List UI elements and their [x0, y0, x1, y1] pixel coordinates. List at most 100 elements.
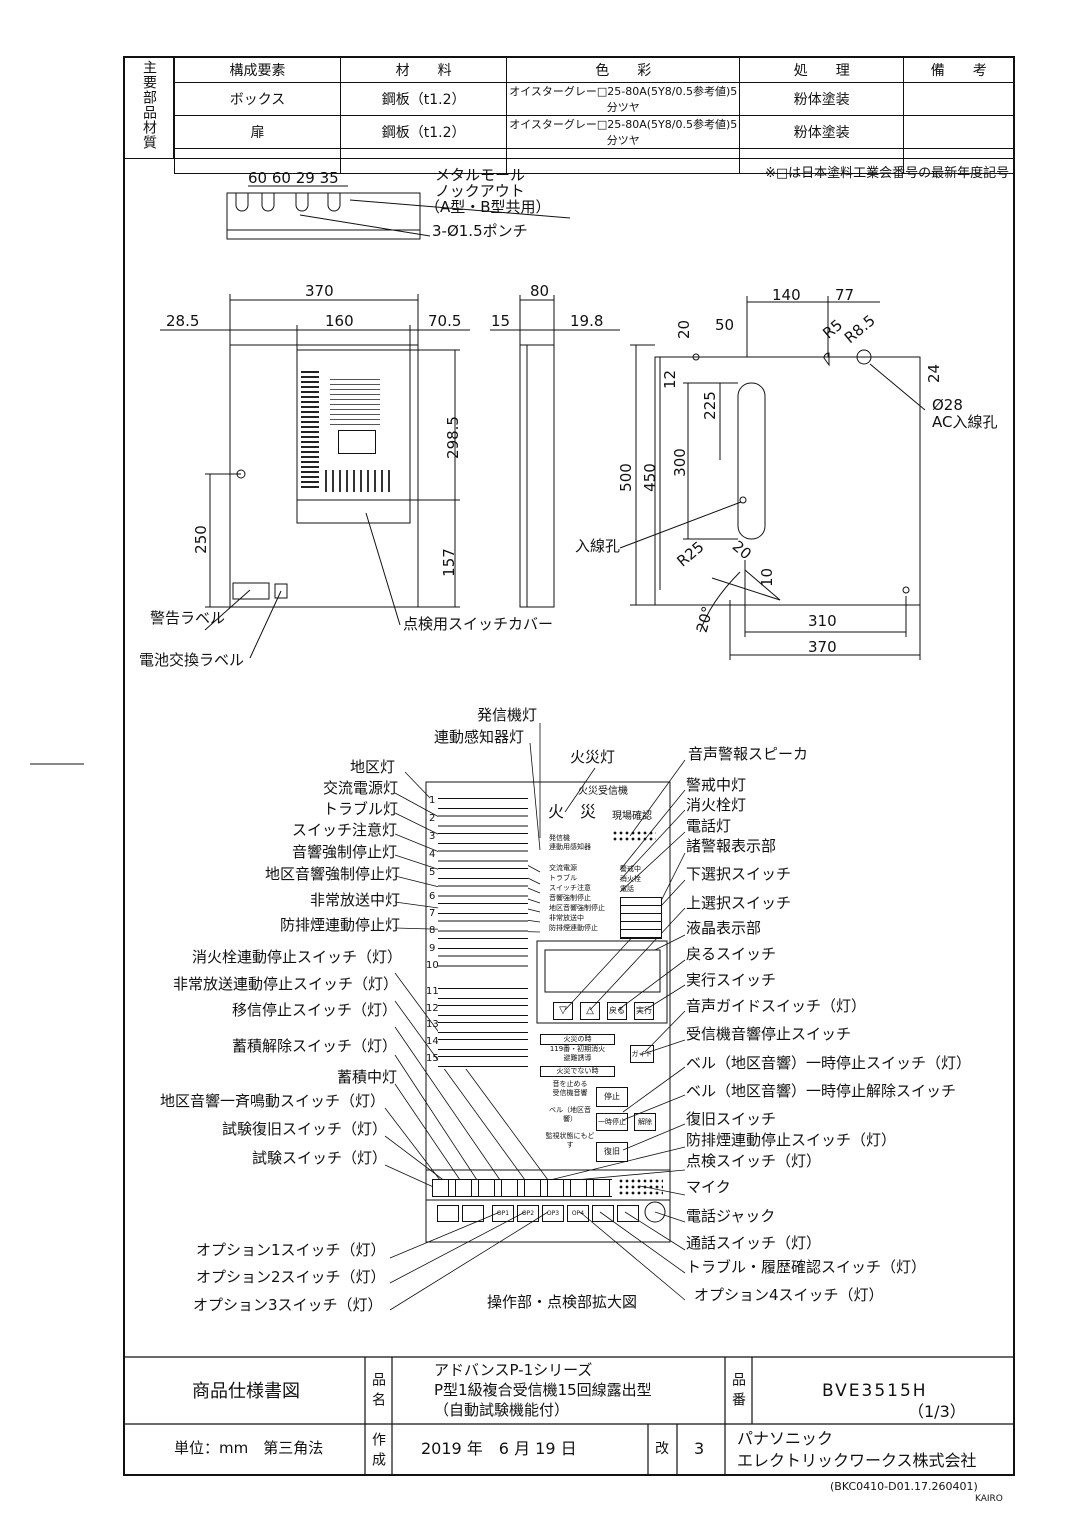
- monitor-text: 監視状態にもどす: [545, 1132, 595, 1149]
- callout-left: 交流電源灯: [323, 779, 399, 797]
- option4-switch[interactable]: OP4: [567, 1205, 589, 1222]
- no-fire-text: 火災でない時: [540, 1066, 615, 1077]
- cell: [174, 148, 341, 174]
- dim-450: 450: [640, 463, 659, 492]
- zone-number: 8: [429, 925, 436, 936]
- lamp-label: スイッチ注意: [549, 884, 591, 892]
- warning-label-callout: 警告ラベル: [150, 609, 226, 627]
- panel-title: 火災受信機: [578, 786, 628, 797]
- callout-option3: オプション3スイッチ（灯）: [193, 1296, 383, 1314]
- doc-type: 商品仕様書図: [192, 1381, 300, 1402]
- back-button[interactable]: 戻る: [607, 1002, 627, 1020]
- knockout-title-1: メタルモール: [435, 166, 526, 184]
- callout-voice-speaker: 音声警報スピーカ: [688, 745, 809, 763]
- callout-right: 下選択スイッチ: [686, 865, 792, 883]
- callout-right: 音声ガイドスイッチ（灯）: [686, 997, 867, 1015]
- materials-row: [174, 148, 1014, 174]
- status-lamps: 発信機 連動用感知器 交流電源 トラブル スイッチ注意 音響強制停止 地区音響強…: [540, 835, 615, 935]
- bell-pause-button[interactable]: 一時停止: [596, 1113, 628, 1131]
- battery-label-callout: 電池交換ラベル: [139, 651, 245, 669]
- callout-left: スイッチ注意灯: [292, 821, 398, 839]
- dim-15: 15: [491, 312, 511, 330]
- callout-left: 試験復旧スイッチ（灯）: [222, 1120, 388, 1138]
- lamp-label: 発信機: [549, 834, 570, 842]
- knockout-title-3: （A型・B型共用）: [425, 198, 551, 216]
- call-switch[interactable]: [617, 1205, 639, 1222]
- dim-370b: 370: [808, 638, 837, 656]
- materials-side-label: 主要部品材質: [125, 58, 174, 158]
- cell: [903, 148, 1014, 174]
- revision-number: 3: [694, 1439, 705, 1458]
- test-switch[interactable]: [437, 1205, 459, 1222]
- execute-button[interactable]: 実行: [634, 1002, 654, 1020]
- option3-switch[interactable]: OP3: [542, 1205, 564, 1222]
- dim-10: 10: [758, 567, 777, 588]
- fire-instruction: 火災の時 119番・初期消火 避難誘導 火災でない時: [540, 1034, 615, 1077]
- callout-right: 受信機音響停止スイッチ: [686, 1025, 852, 1043]
- cell: オイスターグレー□25-80A(5Y8/0.5参考値)5分ツヤ: [506, 82, 741, 116]
- dim-157: 157: [439, 548, 458, 577]
- voice-guide-button[interactable]: ガイド: [630, 1045, 654, 1063]
- receiver-sound-stop-button[interactable]: 停止: [596, 1087, 628, 1107]
- trouble-history-switch[interactable]: [592, 1205, 614, 1222]
- callout-right: ベル（地区音響）一時停止解除スイッチ: [686, 1082, 957, 1100]
- microphone-grille: [618, 1178, 663, 1196]
- product-series: アドバンスP-1シリーズ: [434, 1361, 593, 1379]
- knockout-title-2: ノックアウト: [435, 182, 525, 200]
- table-bottom-rule: [123, 158, 1015, 159]
- lamp-label: 音響強制停止: [549, 894, 591, 902]
- reset-button[interactable]: 復旧: [596, 1142, 628, 1162]
- callout-left: 地区音響一斉鳴動スイッチ（灯）: [160, 1092, 386, 1110]
- dim-24: 24: [925, 363, 944, 384]
- option1-switch[interactable]: OP1: [492, 1205, 514, 1222]
- callout-right: 上選択スイッチ: [686, 894, 792, 912]
- test-reset-switch[interactable]: [462, 1205, 484, 1222]
- callout-left: トラブル灯: [323, 800, 399, 818]
- kairo-mark: KAIRO: [975, 1494, 1003, 1504]
- bell-release-button[interactable]: 解除: [634, 1113, 656, 1131]
- option2-switch[interactable]: OP2: [517, 1205, 539, 1222]
- dim-370: 370: [305, 282, 334, 300]
- callout-left: 蓄積中灯: [337, 1068, 398, 1086]
- zone-number: 13: [426, 1019, 439, 1030]
- call-119-text: 119番・初期消火: [549, 1045, 606, 1053]
- header-treatment: 処 理: [739, 57, 905, 83]
- evac-text: 避難誘導: [563, 1054, 592, 1062]
- panel-fire: 火 災: [548, 802, 597, 821]
- down-select-button[interactable]: ▽: [553, 1002, 573, 1020]
- zone-number: 14: [426, 1036, 439, 1047]
- callout-option2: オプション2スイッチ（灯）: [196, 1268, 386, 1286]
- sound-stop-area: 音を止める 受信機音響 ベル（地区音響） 監視状態にもどす: [545, 1080, 595, 1150]
- dim-20: 20: [675, 319, 694, 340]
- cell: ボックス: [174, 82, 341, 116]
- dim-50: 50: [715, 316, 735, 334]
- lamp-label: 警戒中: [620, 865, 641, 873]
- titleblock-lines: [123, 1356, 1015, 1476]
- paint-note: ※□は日本塗料工業会番号の最新年度記号: [765, 166, 1010, 181]
- receiver-sound-text: 受信機音響: [552, 1089, 588, 1097]
- up-select-button[interactable]: △: [580, 1002, 600, 1020]
- zone-lamp-bars: [438, 794, 528, 969]
- created-label: 作成: [370, 1432, 386, 1472]
- product-feature: （自動試験機能付）: [434, 1401, 570, 1419]
- callout-fire-lamp: 火災灯: [570, 748, 616, 766]
- dim-298-5: 298.5: [443, 416, 462, 459]
- callout-left: 非常放送中灯: [310, 891, 401, 909]
- zone-number: 3: [429, 831, 436, 842]
- callout-left: 蓄積解除スイッチ（灯）: [232, 1037, 398, 1055]
- callout-right: 点検スイッチ（灯）: [686, 1152, 822, 1170]
- dim-80: 80: [530, 282, 550, 300]
- panel-enlarged: [425, 781, 671, 1243]
- cell: [739, 148, 905, 174]
- zone-number: 6: [429, 891, 436, 902]
- dim-19-8: 19.8: [570, 312, 604, 330]
- callout-right: トラブル・履歴確認スイッチ（灯）: [686, 1258, 927, 1276]
- callout-option1: オプション1スイッチ（灯）: [196, 1241, 386, 1259]
- phone-jack[interactable]: [645, 1202, 665, 1222]
- bell-text: ベル（地区音響）: [549, 1106, 591, 1123]
- fire-when-text: 火災の時: [540, 1034, 615, 1045]
- cell: [339, 148, 508, 174]
- dim-225: 225: [700, 391, 719, 420]
- callout-left: 移信停止スイッチ（灯）: [232, 1001, 398, 1019]
- company-name-1: パナソニック: [737, 1429, 834, 1448]
